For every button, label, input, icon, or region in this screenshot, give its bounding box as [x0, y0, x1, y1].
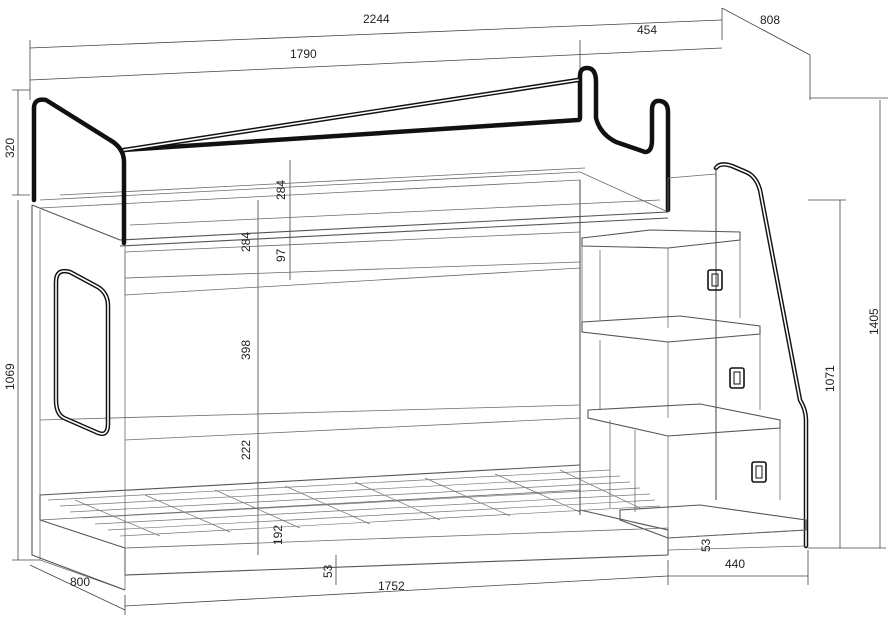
dim-top-bunk-height: 284: [274, 180, 288, 200]
dim-stairs-leg: 53: [699, 538, 713, 552]
lower-bed: [39, 464, 669, 591]
end-panel-window: [53, 268, 111, 436]
dim-bed-length-top: 1790: [290, 47, 317, 61]
handle-icon: [729, 367, 745, 389]
dim-lower-frame: 192: [271, 525, 285, 545]
dim-stairs-length-bottom: 440: [725, 557, 745, 571]
dim-depth-top: 808: [760, 13, 780, 27]
dim-total-length: 2244: [363, 12, 390, 26]
dim-depth-bottom: 800: [70, 575, 90, 589]
dim-between-bunks: 398: [239, 340, 253, 360]
handle-icon: [707, 269, 723, 291]
handle-icon: [751, 461, 767, 483]
bed-frame: [31, 167, 669, 591]
dim-stairs-length-top: 454: [637, 23, 657, 37]
dim-upper-frame: 97: [274, 248, 288, 262]
dimension-labels: 2244 808 1790 454 320 284 284 97 398 222…: [3, 12, 881, 593]
dim-bed-length-bottom: 1752: [378, 579, 405, 593]
dim-lower-clearance: 222: [239, 440, 253, 460]
drawer-handles: [707, 269, 767, 483]
lower-slats: [47, 469, 661, 537]
dim-stairs-height: 1071: [823, 365, 837, 392]
dim-total-height-left: 1069: [3, 363, 17, 390]
dim-rail-height: 320: [3, 138, 17, 158]
upper-guardrail: [31, 65, 671, 246]
dimension-lines: [12, 7, 888, 615]
dim-total-height-right: 1405: [867, 308, 881, 335]
dim-lower-leg: 53: [321, 564, 335, 578]
staircase: [581, 162, 809, 551]
dim-top-bunk-depth: 284: [239, 232, 253, 252]
